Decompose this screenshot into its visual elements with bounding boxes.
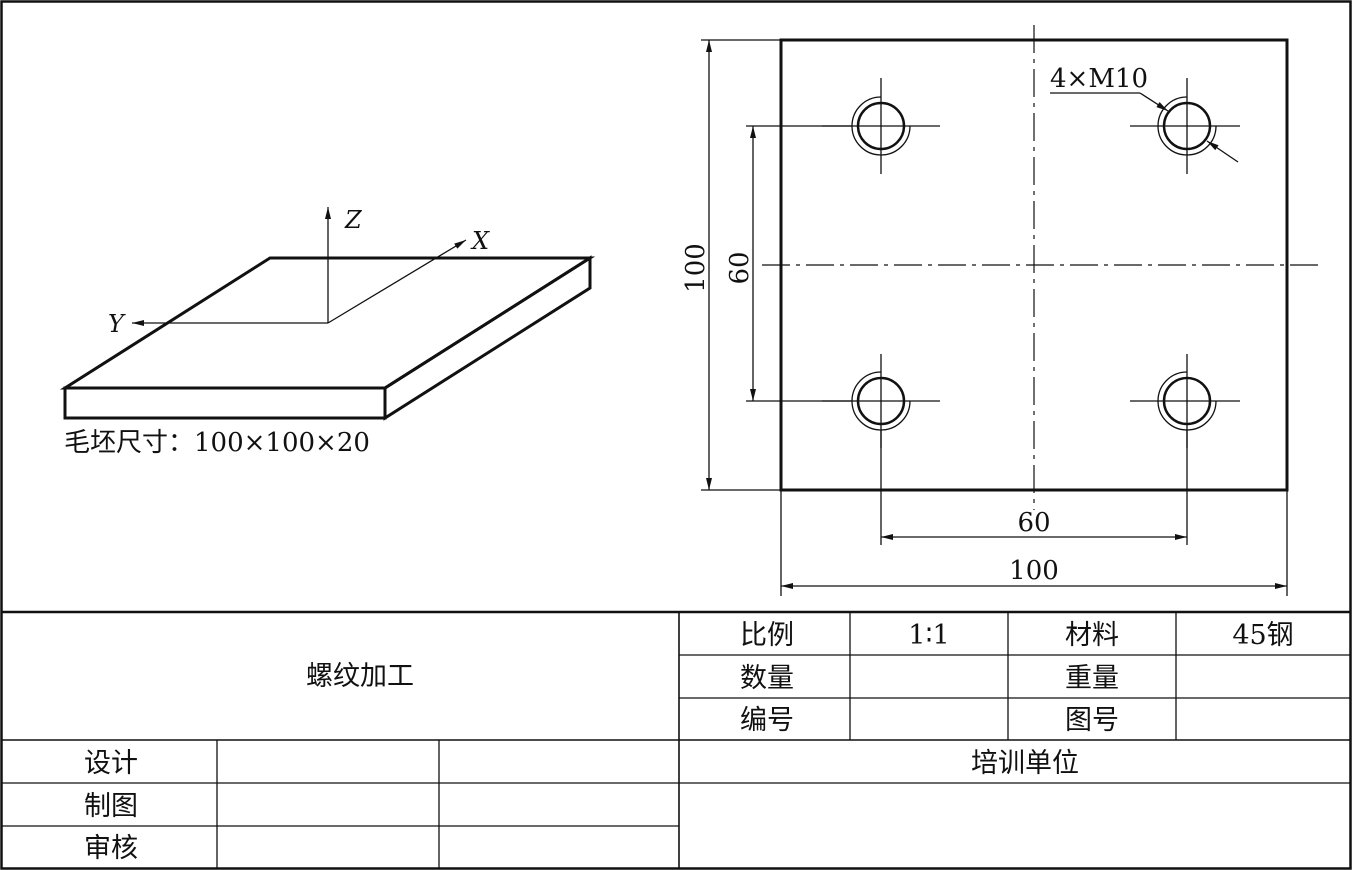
dim-overall-height-label: 100 (681, 243, 711, 293)
dim-hole-spacing-horizontal-label: 60 (1017, 508, 1050, 538)
design-label: 设计 (84, 748, 138, 779)
dim-hole-spacing-vertical-label: 60 (725, 251, 755, 284)
dim-overall-width: 100 (780, 490, 1288, 596)
weight-label: 重量 (1065, 663, 1119, 694)
plate-front-face (63, 386, 387, 420)
qty-label: 数量 (740, 663, 794, 694)
scale-label: 比例 (740, 620, 794, 651)
thread-callout-leader: 4×M10 (1050, 64, 1239, 163)
drawing-no-label: 图号 (1065, 705, 1119, 736)
y-axis-label: Y (108, 310, 126, 338)
dim-hole-spacing-horizontal: 60 (880, 430, 1188, 545)
thread-callout-label: 4×M10 (1050, 64, 1148, 94)
isometric-view: Z X Y 毛坯尺寸：100×100×20 (59, 206, 596, 458)
title-block: 螺纹加工 比例 1∶1 材料 45钢 数量 重量 编号 图号 设计 制图 审核 … (1, 610, 1351, 869)
code-label: 编号 (740, 705, 794, 736)
dim-overall-width-label: 100 (1009, 556, 1059, 586)
x-axis-arrow (327, 239, 467, 324)
org-label: 培训单位 (971, 748, 1079, 779)
plan-view: 4×M10 100 60 60 100 (681, 25, 1318, 596)
material-label: 材料 (1065, 620, 1119, 651)
blank-size-label: 毛坯尺寸：100×100×20 (64, 428, 370, 458)
z-axis-label: Z (344, 206, 363, 234)
drafting-label: 制图 (84, 791, 138, 822)
review-label: 审核 (84, 833, 138, 864)
plate-side-face (383, 255, 592, 421)
dim-hole-spacing-vertical: 60 (725, 125, 852, 402)
threaded-hole-top-right (1130, 78, 1240, 174)
x-axis-label: X (470, 227, 490, 255)
dim-overall-height: 100 (681, 39, 781, 491)
material-value: 45钢 (1232, 620, 1293, 651)
part-name: 螺纹加工 (306, 661, 414, 692)
threaded-hole-bottom-right (1130, 354, 1240, 448)
scale-value: 1∶1 (908, 620, 949, 651)
